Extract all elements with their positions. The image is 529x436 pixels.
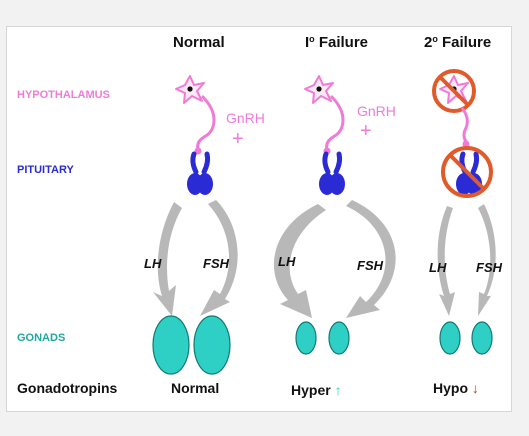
gonadotropins-hyper: Hyper ↑ xyxy=(291,382,342,398)
lh-arrow-normal xyxy=(153,202,182,316)
gonad-normal-right xyxy=(193,315,231,375)
fsh-label-secondary: FSH xyxy=(476,260,502,275)
lh-label-secondary: LH xyxy=(429,260,447,275)
gnrh-axon-terminal-normal xyxy=(194,147,202,155)
prohibited-icon-pituitary xyxy=(441,146,493,198)
row-label-hypothalamus: HYPOTHALAMUS xyxy=(17,89,110,101)
gnrh-label-primary: GnRH xyxy=(357,103,396,119)
gnrh-axon-primary xyxy=(325,94,345,151)
pituitary-primary xyxy=(319,154,345,195)
neuron-primary xyxy=(304,75,334,104)
neuron-normal xyxy=(175,75,205,104)
fsh-arrow-primary xyxy=(346,200,396,318)
row-label-gonads: GONADS xyxy=(17,332,66,344)
up-arrow-icon: ↑ xyxy=(334,382,342,398)
lh-arrow-primary xyxy=(273,204,326,318)
prohibited-icon-hypothalamus xyxy=(432,69,476,113)
lh-arrow-secondary xyxy=(437,206,455,316)
gnrh-label-normal: GnRH xyxy=(226,110,265,126)
gnrh-axon-normal xyxy=(196,94,216,151)
diagram-frame xyxy=(6,26,512,412)
row-label-pituitary: PITUITARY xyxy=(17,164,74,176)
gonad-normal-left xyxy=(152,315,190,375)
pituitary-normal xyxy=(187,154,213,195)
gonadotropins-normal: Normal xyxy=(171,380,220,396)
gonad-primary-left xyxy=(295,321,317,355)
gnrh-plus-normal: + xyxy=(232,128,244,150)
fsh-label-normal: FSH xyxy=(203,256,229,271)
lh-label-normal: LH xyxy=(144,256,162,271)
down-arrow-icon: ↓ xyxy=(471,380,479,396)
gonad-secondary-right xyxy=(471,321,493,355)
column-heading-normal: Normal xyxy=(173,34,225,51)
gnrh-axon-secondary xyxy=(460,107,469,143)
fsh-label-primary: FSH xyxy=(357,258,383,273)
gonad-secondary-left xyxy=(439,321,461,355)
lh-label-primary: LH xyxy=(278,254,296,269)
column-heading-secondary-failure: 2o Failure xyxy=(424,34,492,51)
fsh-arrow-normal xyxy=(200,200,238,316)
gnrh-plus-primary: + xyxy=(360,120,372,142)
gonadotropins-label: Gonadotropins xyxy=(17,380,118,396)
gonadotropins-hypo: Hypo ↓ xyxy=(433,380,479,396)
gonad-primary-right xyxy=(328,321,350,355)
gnrh-axon-terminal-secondary xyxy=(462,140,470,148)
fsh-arrow-secondary xyxy=(478,204,496,316)
column-heading-primary-failure: Io Failure xyxy=(305,34,369,51)
